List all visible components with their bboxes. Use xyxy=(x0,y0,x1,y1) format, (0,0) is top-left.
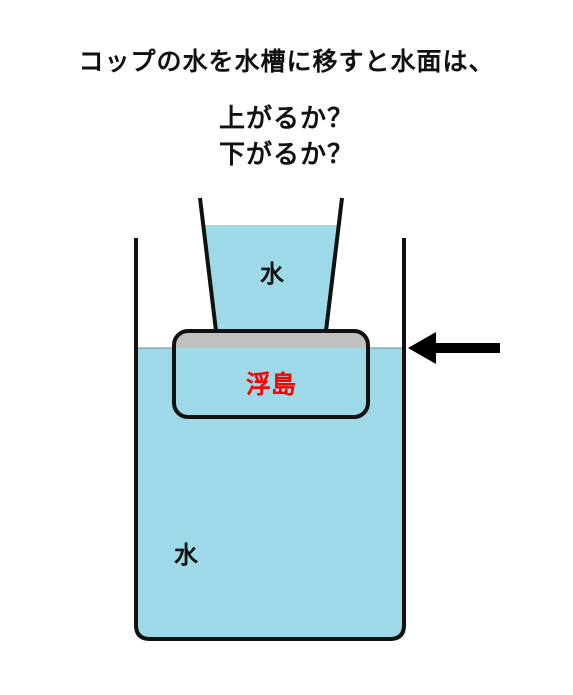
cup-water-label: 水 xyxy=(260,260,285,288)
tank-water-label: 水 xyxy=(174,541,199,569)
cup-left-wall xyxy=(198,197,218,332)
tank-water xyxy=(136,348,404,639)
tank-outline xyxy=(134,238,406,641)
island-outline xyxy=(172,329,370,419)
question-line-2: 上がるか？ xyxy=(218,104,354,134)
left-arrow-icon xyxy=(408,332,500,364)
island-top xyxy=(174,331,368,348)
island-label: 浮島 xyxy=(246,370,296,399)
cup-right-wall xyxy=(324,197,344,332)
cup-water xyxy=(205,225,337,331)
question-line-1: コップの水を水槽に移すと水面は、 xyxy=(78,47,495,76)
question-line-3: 下がるか？ xyxy=(218,140,354,170)
